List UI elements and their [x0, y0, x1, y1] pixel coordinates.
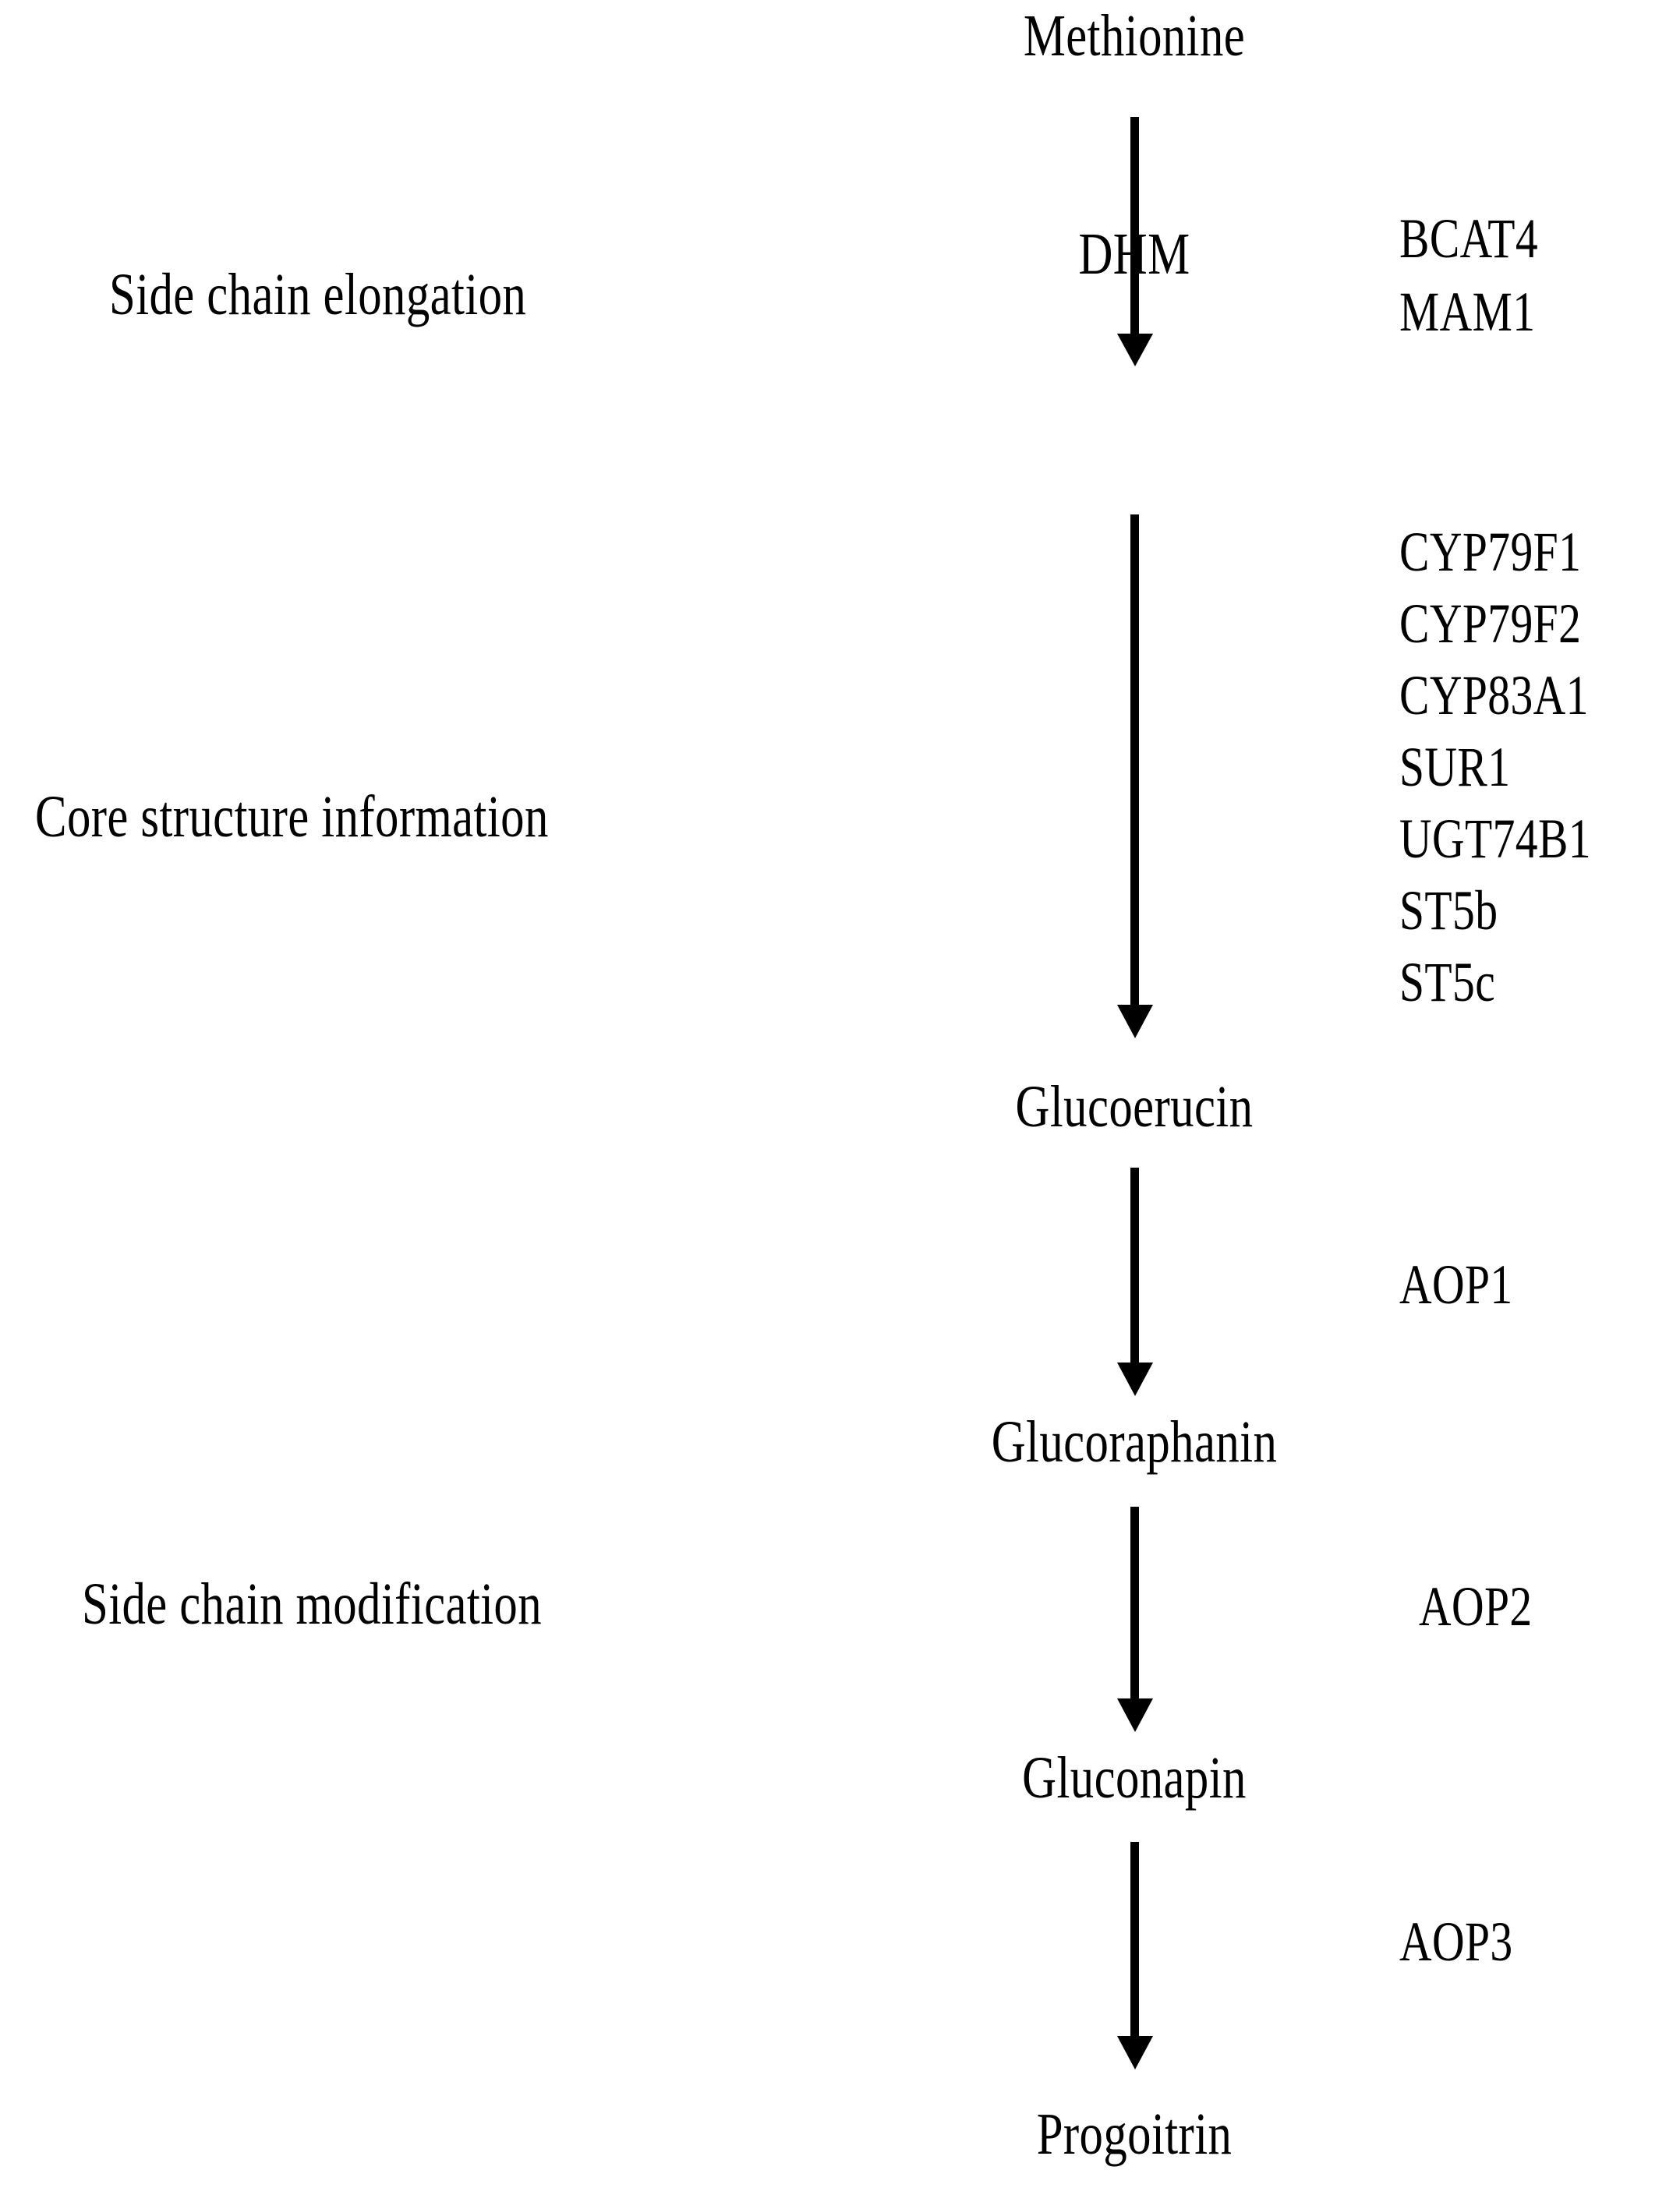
gene-label-cyp79f1: CYP79F1: [1399, 521, 1582, 583]
node-gluconapin: Gluconapin: [1022, 1745, 1247, 1811]
gene-label-mam1: MAM1: [1399, 281, 1536, 343]
node-progoitrin: Progoitrin: [1036, 2101, 1233, 2167]
gene-label-sur1: SUR1: [1399, 736, 1511, 798]
gene-label-st5c: ST5c: [1399, 951, 1496, 1013]
gene-label-aop3: AOP3: [1399, 1910, 1513, 1973]
arrow-glucoraphanin-to-gluconapin: [1117, 1507, 1153, 1732]
gene-label-aop1: AOP1: [1399, 1253, 1513, 1316]
arrow-dhm-to-glucoerucin: [1117, 514, 1153, 1038]
gene-label-bcat4: BCAT4: [1399, 207, 1539, 270]
gene-label-ugt74b1: UGT74B1: [1399, 808, 1591, 870]
gene-label-cyp83a1: CYP83A1: [1399, 664, 1589, 726]
process-label-side-chain-elongation: Side chain elongation: [109, 262, 527, 327]
process-label-side-chain-modification: Side chain modification: [82, 1571, 543, 1637]
node-glucoerucin: Glucoerucin: [1015, 1074, 1254, 1140]
enzyme-group-elongation: BCAT4 MAM1: [1399, 210, 1538, 340]
arrow-gluconapin-to-progoitrin: [1117, 1842, 1153, 2069]
gene-label-cyp79f2: CYP79F2: [1399, 592, 1582, 655]
node-glucoraphanin: Glucoraphanin: [991, 1409, 1278, 1475]
node-methionine: Methionine: [1023, 3, 1246, 69]
gene-label-aop2: AOP2: [1419, 1575, 1533, 1638]
arrow-methionine-to-dhm: [1117, 117, 1153, 366]
arrow-glucoerucin-to-glucoraphanin: [1117, 1168, 1153, 1396]
gene-label-st5b: ST5b: [1399, 879, 1498, 942]
enzyme-group-core-structure: CYP79F1 CYP79F2 CYP83A1 SUR1 UGT74B1 ST5…: [1399, 524, 1591, 1010]
process-label-core-structure: Core structure information: [35, 784, 549, 850]
